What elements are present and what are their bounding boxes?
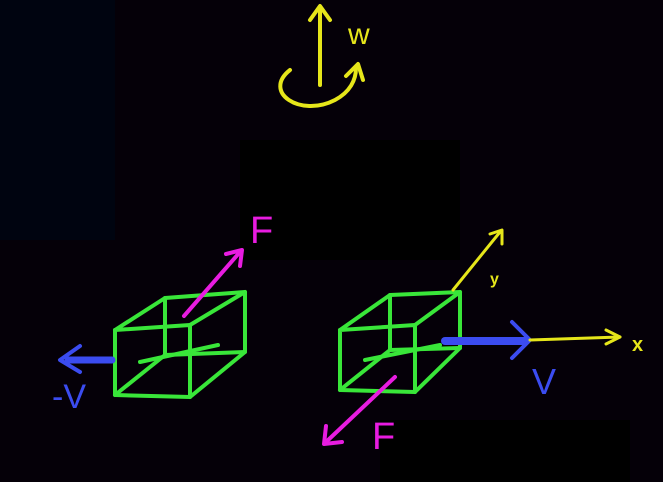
force-arrow-left xyxy=(182,248,244,318)
cube-left xyxy=(113,290,247,399)
background-patch xyxy=(380,420,630,482)
velocity-label-right: V xyxy=(532,361,557,402)
force-label-right: F xyxy=(372,416,396,458)
force-arrow-right xyxy=(322,375,397,446)
y-axis-arrow xyxy=(451,228,504,292)
angular-velocity-label: w xyxy=(348,18,370,51)
velocity-arrow-left xyxy=(58,344,116,374)
velocity-label-left: -V xyxy=(52,378,86,416)
rotation-arrow-icon xyxy=(278,4,365,108)
cube-right xyxy=(338,290,462,394)
y-axis-label: y xyxy=(490,271,499,288)
x-axis-arrow xyxy=(528,328,622,346)
background-patch xyxy=(0,0,115,240)
force-label-left: F xyxy=(250,210,274,252)
background-patch xyxy=(240,140,460,260)
x-axis-label: x xyxy=(632,334,644,356)
